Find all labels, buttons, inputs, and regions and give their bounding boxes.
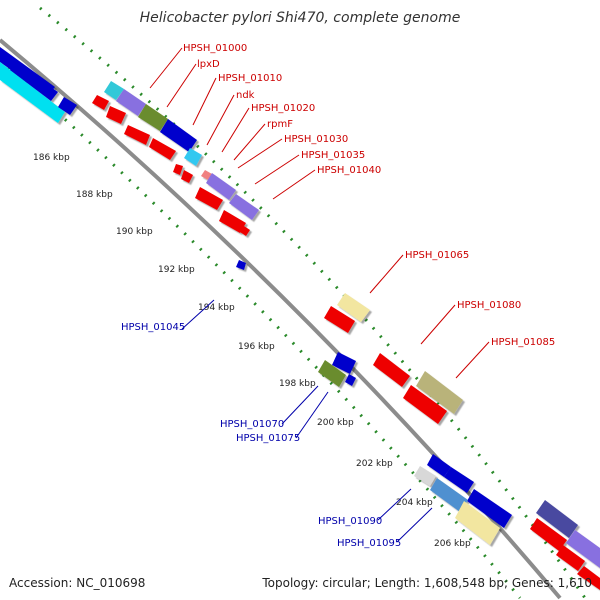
- forward-gene-label[interactable]: HPSH_01085: [491, 337, 555, 348]
- forward-gene-label[interactable]: HPSH_01020: [251, 103, 315, 114]
- gene-block[interactable]: [556, 545, 585, 571]
- reverse-gene-label[interactable]: HPSH_01090: [318, 516, 382, 527]
- gene-block[interactable]: [345, 374, 356, 386]
- gene-block[interactable]: [92, 95, 109, 110]
- forward-gene-label[interactable]: HPSH_01030: [284, 134, 348, 145]
- forward-gene-label[interactable]: HPSH_01035: [301, 150, 365, 161]
- forward-gene-label[interactable]: rpmF: [267, 119, 293, 130]
- label-leader-line: [369, 254, 404, 294]
- gene-block[interactable]: [373, 353, 410, 387]
- label-leader-line: [192, 77, 217, 126]
- gene-block[interactable]: [138, 104, 168, 131]
- gene-block[interactable]: [536, 500, 578, 538]
- label-leader-line: [221, 107, 250, 153]
- label-leader-line: [149, 47, 183, 89]
- gene-block[interactable]: [149, 138, 176, 160]
- tick-labels: 186 kbp 188 kbp 190 kbp 192 kbp 194 kbp 196 k…: [33, 153, 471, 549]
- gene-block[interactable]: [430, 478, 468, 512]
- reverse-gene-labels: HPSH_01045HPSH_01070HPSH_01075HPSH_01090…: [121, 299, 433, 549]
- gene-block[interactable]: [467, 489, 512, 528]
- tick-label: 194 kbp: [198, 303, 235, 313]
- gene-block[interactable]: [195, 187, 223, 210]
- forward-gene-label[interactable]: HPSH_01080: [457, 300, 521, 311]
- tick-label: 198 kbp: [279, 379, 316, 389]
- tick-label: 192 kbp: [158, 265, 195, 275]
- gene-block[interactable]: [332, 352, 356, 374]
- gene-block[interactable]: [324, 306, 355, 333]
- gene-block[interactable]: [104, 81, 124, 100]
- gene-block[interactable]: [427, 454, 451, 477]
- label-leader-line: [166, 63, 197, 108]
- tick-label: 200 kbp: [317, 418, 354, 428]
- gene-block[interactable]: [10, 62, 58, 101]
- gene-block[interactable]: [337, 293, 370, 322]
- gene-block[interactable]: [236, 260, 246, 270]
- tick-label: 190 kbp: [116, 227, 153, 237]
- label-leader-line: [420, 304, 456, 345]
- gene-block[interactable]: [444, 467, 474, 493]
- tick-label: 188 kbp: [76, 190, 113, 200]
- label-leader-line: [237, 138, 283, 169]
- label-leader-line: [254, 154, 300, 185]
- gene-block[interactable]: [184, 148, 202, 166]
- reverse-gene-label[interactable]: HPSH_01075: [236, 433, 300, 444]
- gene-block[interactable]: [577, 566, 600, 590]
- gene-block[interactable]: [124, 125, 150, 145]
- gene-block[interactable]: [318, 360, 346, 387]
- gene-block[interactable]: [58, 97, 77, 115]
- gene-block[interactable]: [206, 173, 236, 200]
- tick-label: 186 kbp: [33, 153, 70, 163]
- gene-block[interactable]: [455, 501, 500, 545]
- gene-block[interactable]: [219, 210, 246, 233]
- gene-block[interactable]: [181, 170, 193, 183]
- forward-gene-label[interactable]: HPSH_01000: [183, 43, 247, 54]
- label-leader-line: [396, 507, 433, 543]
- gene-block[interactable]: [0, 62, 65, 123]
- forward-gene-label[interactable]: HPSH_01040: [317, 165, 381, 176]
- gene-block[interactable]: [530, 518, 567, 551]
- gene-block[interactable]: [160, 119, 197, 152]
- gene-block[interactable]: [414, 466, 436, 486]
- map-title: Helicobacter pylori Shi470, complete gen…: [139, 10, 461, 26]
- gene-block[interactable]: [173, 164, 183, 175]
- label-leader-line: [272, 169, 316, 200]
- forward-gene-label[interactable]: ndk: [236, 90, 255, 101]
- gene-block[interactable]: [201, 170, 212, 180]
- gene-block[interactable]: [566, 530, 600, 568]
- label-leader-line: [281, 385, 319, 425]
- gene-features: [0, 47, 600, 590]
- accession-label: Accession: NC_010698: [9, 576, 146, 590]
- gene-block[interactable]: [106, 106, 126, 124]
- reverse-gene-label[interactable]: HPSH_01045: [121, 322, 185, 333]
- label-leader-line: [295, 391, 329, 439]
- forward-gene-label[interactable]: HPSH_01065: [405, 250, 469, 261]
- tick-label: 196 kbp: [238, 342, 275, 352]
- forward-gene-labels: HPSH_01000 lpxD HPSH_01010ndkHPSH_01020rpm…: [149, 43, 555, 379]
- tick-label: 202 kbp: [356, 459, 393, 469]
- gene-block[interactable]: [416, 371, 463, 414]
- gene-block[interactable]: [116, 89, 146, 116]
- gene-block[interactable]: [403, 385, 447, 424]
- label-leader-line: [206, 94, 235, 146]
- genome-stats-label: Topology: circular; Length: 1,608,548 bp…: [262, 576, 592, 590]
- reverse-gene-label[interactable]: HPSH_01095: [337, 538, 401, 549]
- label-leader-line: [455, 341, 490, 379]
- inner-tick-track: [0, 58, 522, 599]
- label-leader-line: [377, 488, 412, 521]
- gene-block[interactable]: [229, 194, 259, 220]
- label-leader-line: [181, 299, 215, 330]
- reverse-gene-label[interactable]: HPSH_01070: [220, 419, 284, 430]
- gene-block[interactable]: [240, 226, 250, 236]
- tick-label: 206 kbp: [434, 539, 471, 549]
- label-leader-line: [233, 123, 266, 161]
- forward-gene-label[interactable]: lpxD: [197, 59, 220, 70]
- tick-label: 204 kbp: [396, 498, 433, 508]
- forward-gene-label[interactable]: HPSH_01010: [218, 73, 282, 84]
